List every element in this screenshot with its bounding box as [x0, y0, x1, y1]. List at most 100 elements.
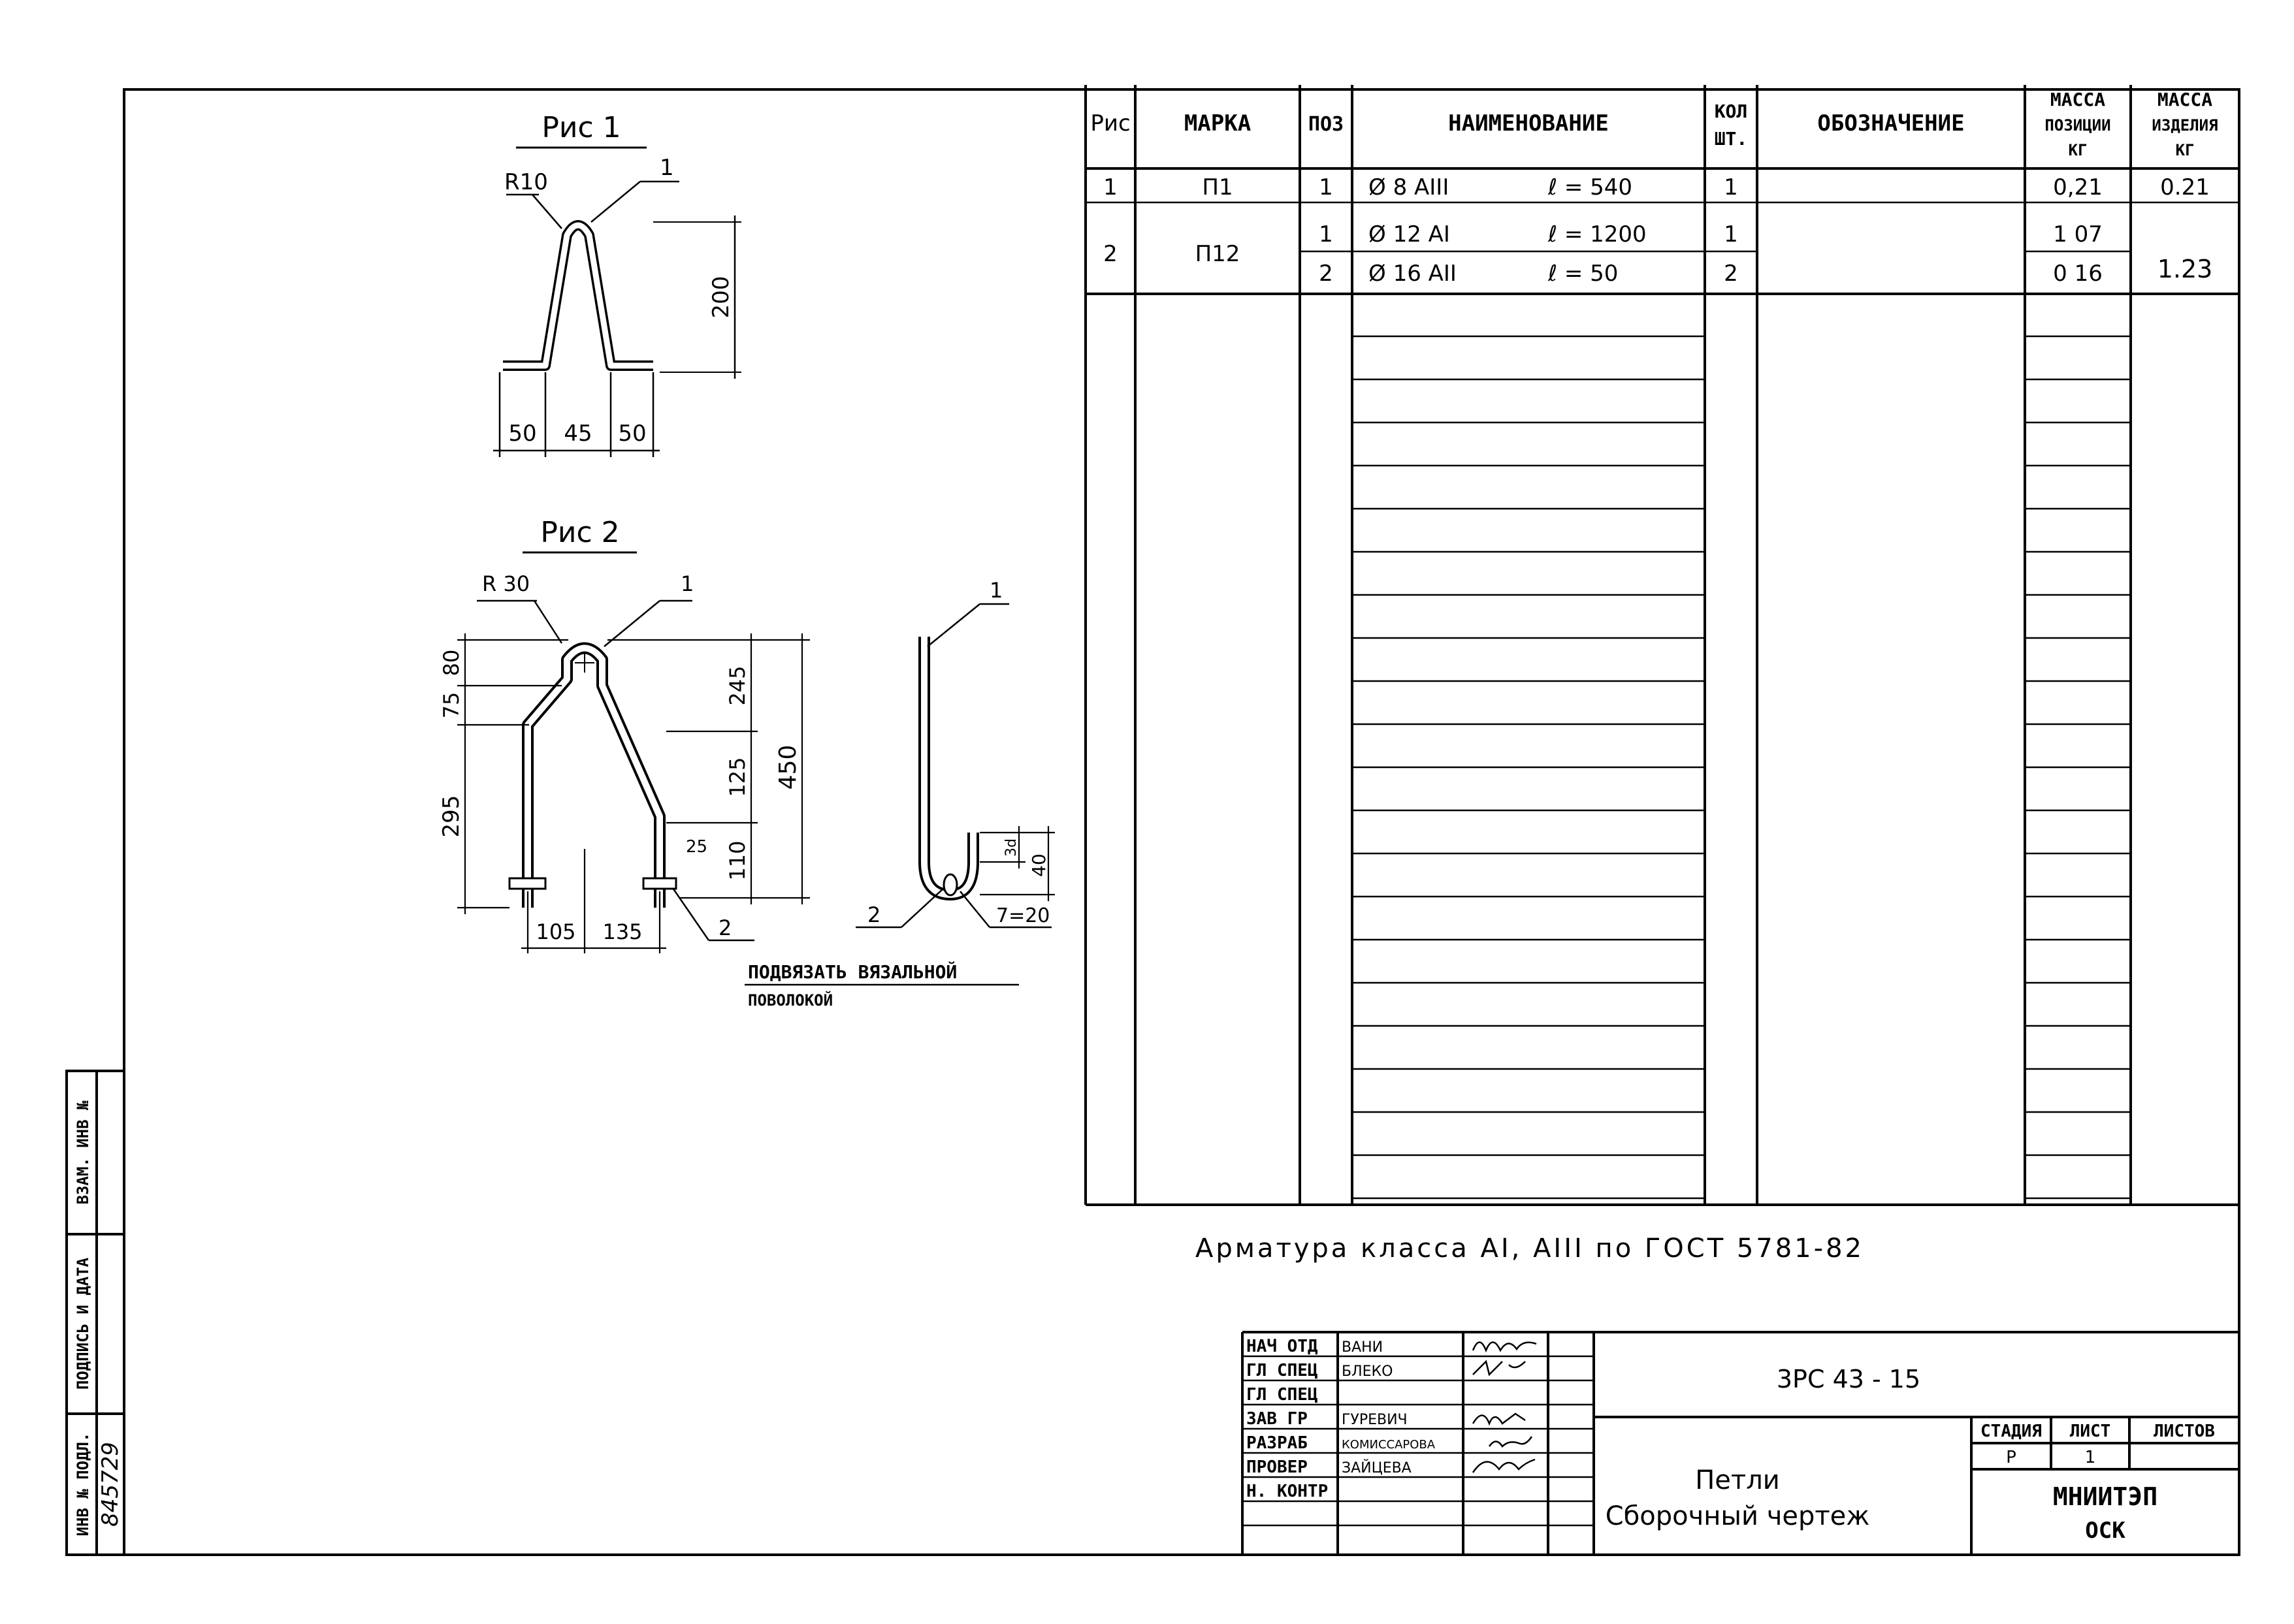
- row1-pos: 1: [1319, 174, 1333, 200]
- row2-mass-pos: 1 07: [2053, 221, 2103, 247]
- title-block: НАЧ ОТД ГЛ СПЕЦ ГЛ СПЕЦ ЗАВ ГР РАЗРАБ ПР…: [1241, 1331, 2239, 1555]
- hdr-mass-pos-2: ПОЗИЦИИ: [2044, 116, 2110, 135]
- hdr-fig: Рис: [1090, 110, 1130, 136]
- fig1-radius: R10: [504, 169, 548, 195]
- tb-name: ЗАЙЦЕВА: [1342, 1459, 1412, 1476]
- fig2-dim-75: 75: [439, 692, 464, 719]
- stamp-inv-label: ИНВ № ПОДЛ.: [74, 1433, 92, 1536]
- fig1-pos: 1: [660, 155, 674, 181]
- hdr-mark: МАРКА: [1184, 110, 1251, 136]
- hdr-designation: ОБОЗНАЧЕНИЕ: [1817, 110, 1964, 136]
- fig2-side-weld: 7=20: [996, 904, 1050, 927]
- tb-stage-label: СТАДИЯ: [1980, 1422, 2042, 1441]
- tb-name: ВАНИ: [1342, 1339, 1383, 1356]
- hdr-qty1: КОЛ: [1715, 101, 1748, 122]
- stamp-sign-label: ПОДПИСЬ И ДАТА: [74, 1257, 92, 1390]
- fig1-title: Рис 1: [541, 111, 621, 144]
- row1-length: ℓ = 540: [1547, 174, 1632, 200]
- blank-rows: [1352, 335, 2131, 1200]
- fig2-dim-125: 125: [725, 757, 750, 797]
- row3-name: Ø 16 АII: [1368, 261, 1457, 287]
- fig2-dim-80: 80: [439, 650, 464, 677]
- tb-role: РАЗРАБ: [1246, 1433, 1308, 1453]
- fig2-note-1: ПОДВЯЗАТЬ ВЯЗАЛЬНОЙ: [748, 961, 957, 983]
- row1-fig: 1: [1103, 174, 1118, 200]
- spec-row: 1 П1 1 Ø 8 АIII ℓ = 540 1 0,21 0.21: [1103, 174, 2210, 200]
- fig2-pos1: 1: [681, 571, 694, 596]
- fig2-side-bar: [918, 637, 979, 901]
- tb-role: Н. КОНТР: [1246, 1482, 1328, 1501]
- fig2-title: Рис 2: [540, 516, 619, 549]
- stamp-inv-value: 845729: [97, 1442, 123, 1527]
- tb-org-1: МНИИТЭП: [2053, 1482, 2157, 1511]
- hdr-qty2: ШТ.: [1715, 128, 1748, 150]
- row1-mass-pos: 0,21: [2053, 174, 2103, 200]
- row1-mass-item: 0.21: [2160, 174, 2210, 200]
- stamp-replace-label: ВЗАМ. ИНВ №: [74, 1100, 92, 1204]
- figure-1: Рис 1 R10 1 200 50 45 50: [493, 111, 741, 457]
- row2-name: Ø 12 АI: [1368, 221, 1450, 247]
- tb-sheet-label: ЛИСТ: [2070, 1422, 2111, 1441]
- side-stamp: ИНВ № ПОДЛ. ПОДПИСЬ И ДАТА ВЗАМ. ИНВ № 8…: [65, 1070, 125, 1556]
- figure-2: Рис 2 R 30 1 80 75 295: [438, 516, 1019, 1010]
- row2-qty: 1: [1724, 221, 1738, 247]
- fig2-side-40: 40: [1028, 853, 1050, 877]
- fig1-dim-c: 50: [618, 421, 646, 447]
- fig2-dim-110: 110: [725, 840, 750, 880]
- title-block-roles: НАЧ ОТД ГЛ СПЕЦ ГЛ СПЕЦ ЗАВ ГР РАЗРАБ ПР…: [1246, 1337, 1328, 1501]
- hdr-pos: ПОЗ: [1308, 113, 1344, 136]
- row2-length: ℓ = 1200: [1547, 221, 1647, 247]
- row3-mass-item: 1.23: [2157, 255, 2213, 283]
- tb-role: ГЛ СПЕЦ: [1246, 1361, 1318, 1380]
- fig2-pos2: 2: [719, 915, 732, 940]
- fig1-height: 200: [708, 276, 734, 319]
- figure-2-side: 1 2 7=20 3d 40: [856, 578, 1055, 929]
- fig1-dim-a: 50: [508, 421, 536, 447]
- frame: [123, 88, 2240, 1556]
- tb-role: ПРОВЕР: [1246, 1457, 1308, 1477]
- tb-role: ГЛ СПЕЦ: [1246, 1385, 1318, 1405]
- hdr-mass-pos-1: МАССА: [2050, 89, 2105, 110]
- hdr-mass-pos-3: КГ: [2069, 141, 2088, 159]
- spec-row: 2 П12 1 Ø 12 АI ℓ = 1200 1 1 07: [1103, 221, 2103, 267]
- fig2-dim-295: 295: [438, 795, 464, 838]
- fig2-side-pos2: 2: [867, 902, 880, 927]
- row1-mark: П1: [1202, 174, 1233, 200]
- title-block-names: ВАНИ БЛЕКО ГУРЕВИЧ КОМИССАРОВА ЗАЙЦЕВА: [1342, 1339, 1436, 1476]
- fig2-dim-105: 105: [536, 919, 575, 944]
- fig1-bar: [503, 220, 653, 371]
- tb-stage: Р: [2006, 1448, 2016, 1467]
- hdr-mass-item-2: ИЗДЕЛИЯ: [2152, 116, 2218, 135]
- hdr-mass-item-3: КГ: [2176, 141, 2195, 159]
- row3-qty: 2: [1724, 261, 1738, 287]
- spec-row: 2 Ø 16 АII ℓ = 50 2 0 16 1.23: [1319, 255, 2212, 287]
- fig2-side-3d: 3d: [1003, 838, 1020, 857]
- fig2-note-2: ПОВОЛОКОЙ: [748, 991, 833, 1010]
- tb-role: ЗАВ ГР: [1246, 1409, 1308, 1429]
- reinforcement-note: Арматура класса АI, АIII по ГОСТ 5781-82: [1195, 1234, 1864, 1264]
- tb-sheets-label: ЛИСТОВ: [2154, 1422, 2215, 1441]
- fig2-side-pos1: 1: [990, 578, 1003, 603]
- tb-title-2: Сборочный чертеж: [1606, 1501, 1870, 1531]
- row1-qty: 1: [1724, 174, 1738, 200]
- fig1-dim-b: 45: [564, 421, 592, 447]
- tb-org-2: ОСК: [2085, 1518, 2125, 1544]
- fig2-dim-135: 135: [602, 919, 642, 944]
- row2-mark: П12: [1195, 241, 1240, 267]
- row3-mass-pos: 0 16: [2053, 261, 2103, 287]
- fig2-dim-450: 450: [775, 745, 801, 790]
- tb-role: НАЧ ОТД: [1246, 1337, 1318, 1356]
- tb-title-1: Петли: [1695, 1465, 1780, 1495]
- hdr-name: НАИМЕНОВАНИЕ: [1448, 110, 1609, 136]
- spec-table: Рис МАРКА ПОЗ НАИМЕНОВАНИЕ КОЛ ШТ. ОБОЗН…: [1084, 85, 2239, 1206]
- signatures: [1472, 1341, 1537, 1473]
- row3-pos: 2: [1319, 261, 1333, 287]
- fig2-radius: R 30: [482, 571, 530, 596]
- row1-name: Ø 8 АIII: [1368, 174, 1449, 200]
- row2-pos: 1: [1319, 221, 1333, 247]
- hdr-mass-item-1: МАССА: [2157, 89, 2212, 110]
- fig2-dim-25: 25: [686, 837, 707, 857]
- tb-name: БЛЕКО: [1342, 1363, 1393, 1380]
- tb-code: 3РС 43 - 15: [1777, 1365, 1920, 1393]
